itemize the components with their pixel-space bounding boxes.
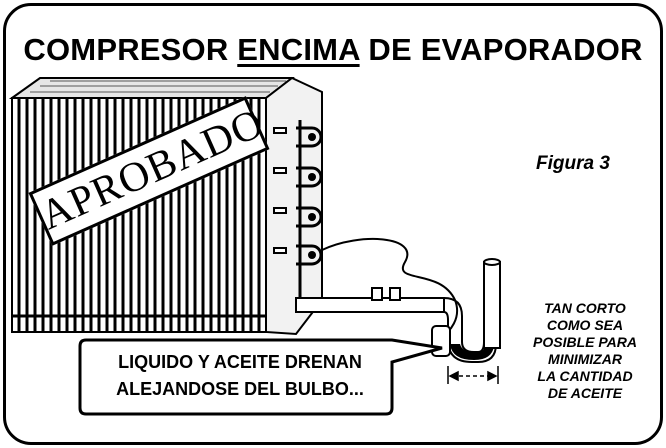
note-line-5: LA CANTIDAD: [537, 368, 633, 384]
trap-drop: [443, 297, 463, 342]
dimension-marker: [447, 366, 499, 384]
callout-line-2: ALEJANDOSE DEL BULBO...: [116, 379, 364, 399]
coil-side-panel: [265, 76, 323, 336]
note-line-2: COMO SEA: [546, 317, 624, 333]
distributor-tubes: [296, 126, 323, 266]
suction-line: [295, 297, 445, 313]
trap-oil: [450, 344, 494, 360]
figure-label: Figura 3: [536, 153, 610, 174]
coil-top-grille: [30, 80, 286, 93]
title-compresor: COMPRESOR: [23, 32, 229, 67]
diagram-title: COMPRESOR ENCIMA DE EVAPORADOR: [0, 32, 666, 68]
note-line-3: POSIBLE PARA: [533, 334, 637, 350]
title-encima: ENCIMA: [237, 32, 360, 67]
callout-box: [78, 338, 443, 416]
capillary-tube: [321, 237, 459, 339]
note-line-4: MINIMIZAR: [548, 351, 622, 367]
callout-text: LIQUIDO Y ACEITE DRENAN ALEJANDOSE DEL B…: [80, 349, 400, 403]
callout-line-1: LIQUIDO Y ACEITE DRENAN: [118, 352, 362, 372]
suction-riser: [483, 261, 501, 349]
note-line-1: TAN CORTO: [544, 300, 626, 316]
riser-opening: [483, 258, 501, 266]
return-bends-fill: [308, 133, 316, 259]
suction-fittings: [371, 287, 401, 301]
trap-drop-inner: [443, 311, 449, 342]
note-line-6: DE ACEITE: [547, 385, 623, 401]
coil-side-slots: [273, 127, 287, 254]
side-note: TAN CORTO COMO SEA POSIBLE PARA MINIMIZA…: [510, 300, 660, 402]
title-evaporador: DE EVAPORADOR: [368, 32, 643, 67]
